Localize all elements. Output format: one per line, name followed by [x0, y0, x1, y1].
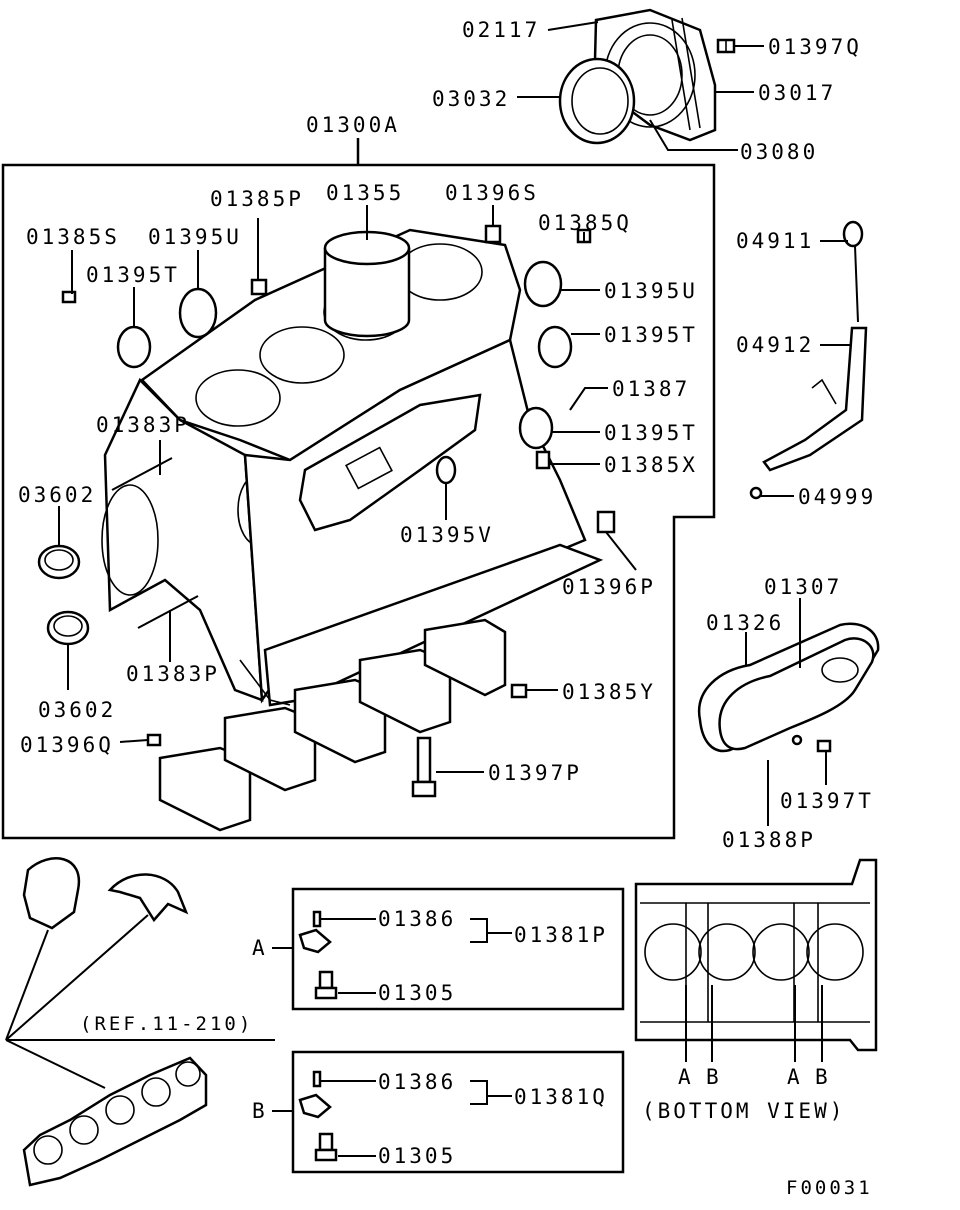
reference-note: (REF.11-210) [80, 1013, 253, 1035]
label-04912: 04912 [736, 333, 814, 357]
detail-marker-a: A [252, 936, 268, 960]
bushing-icon [37, 544, 90, 646]
label-01385p: 01385P [210, 187, 304, 211]
label-01395u-a: 01395U [148, 225, 242, 249]
bolt-icon [816, 739, 832, 753]
label-01396p: 01396P [562, 575, 656, 599]
main-assembly-frame: 01300A [1, 113, 716, 840]
bottom-marker-1: A [678, 1065, 694, 1089]
label-01395u-b: 01395U [604, 279, 698, 303]
label-01383p-a: 01383P [96, 413, 190, 437]
bottom-view-label: (BOTTOM VIEW) [642, 1099, 845, 1123]
label-04911: 04911 [736, 229, 814, 253]
label-01381p: 01381P [514, 923, 608, 947]
rear-plate-group: 01307 01326 01397T 01388P [697, 575, 880, 852]
label-03032: 03032 [432, 87, 510, 111]
label-01385y: 01385Y [562, 680, 656, 704]
detail-box-b: B 01386 01381Q 01305 [252, 1050, 625, 1174]
label-01395t-b: 01395T [604, 323, 698, 347]
label-01385s: 01385S [26, 225, 120, 249]
detail-box-a: A 01386 01381P 01305 [252, 887, 625, 1011]
detail-marker-b: B [252, 1099, 268, 1123]
label-01397p: 01397P [488, 761, 582, 785]
label-01307: 01307 [764, 575, 842, 599]
label-01386-a: 01386 [378, 907, 456, 931]
label-01396q: 01396Q [20, 733, 114, 757]
bearing-reference-group: (REF.11-210) [5, 857, 275, 1187]
rear-oil-seal-group [517, 8, 764, 151]
label-01396s: 01396S [445, 181, 539, 205]
bottom-view-group: A B A B (BOTTOM VIEW) [634, 858, 878, 1123]
bottom-marker-3: A [787, 1065, 803, 1089]
label-01381q: 01381Q [514, 1085, 608, 1109]
footer-code: F00031 [786, 1177, 873, 1199]
label-01388p: 01388P [722, 828, 816, 852]
label-02117: 02117 [462, 18, 540, 42]
label-01397q: 01397Q [768, 35, 862, 59]
label-04999: 04999 [798, 485, 876, 509]
label-01397t: 01397T [780, 789, 874, 813]
label-03080: 03080 [740, 140, 818, 164]
bottom-marker-2: B [706, 1065, 722, 1089]
label-01385q: 01385Q [538, 211, 632, 235]
label-01395t-c: 01395T [604, 421, 698, 445]
label-03602-a: 03602 [18, 483, 96, 507]
label-01355: 01355 [326, 181, 404, 205]
bearing-cap-icon [158, 618, 507, 832]
expansion-plug-icon [116, 260, 573, 485]
label-01387: 01387 [612, 377, 690, 401]
assembly-label: 01300A [306, 113, 400, 137]
bolt-icon [716, 38, 736, 54]
label-01395v: 01395V [400, 523, 494, 547]
label-01305-b: 01305 [378, 1144, 456, 1168]
label-01385x: 01385X [604, 453, 698, 477]
bottom-marker-4: B [815, 1065, 831, 1089]
label-01326: 01326 [706, 611, 784, 635]
label-01395t-a: 01395T [86, 263, 180, 287]
label-03602-b: 03602 [38, 698, 116, 722]
oil-level-gauge-group: 04911 04912 04999 [736, 220, 876, 509]
label-01386-b: 01386 [378, 1070, 456, 1094]
label-01305-a: 01305 [378, 981, 456, 1005]
cylinder-block: 01385P 01355 01396S 01385Q 01385S 01395U… [18, 181, 698, 832]
label-01383p-b: 01383P [126, 662, 220, 686]
main-bolt-icon [411, 736, 437, 798]
label-03017: 03017 [758, 81, 836, 105]
